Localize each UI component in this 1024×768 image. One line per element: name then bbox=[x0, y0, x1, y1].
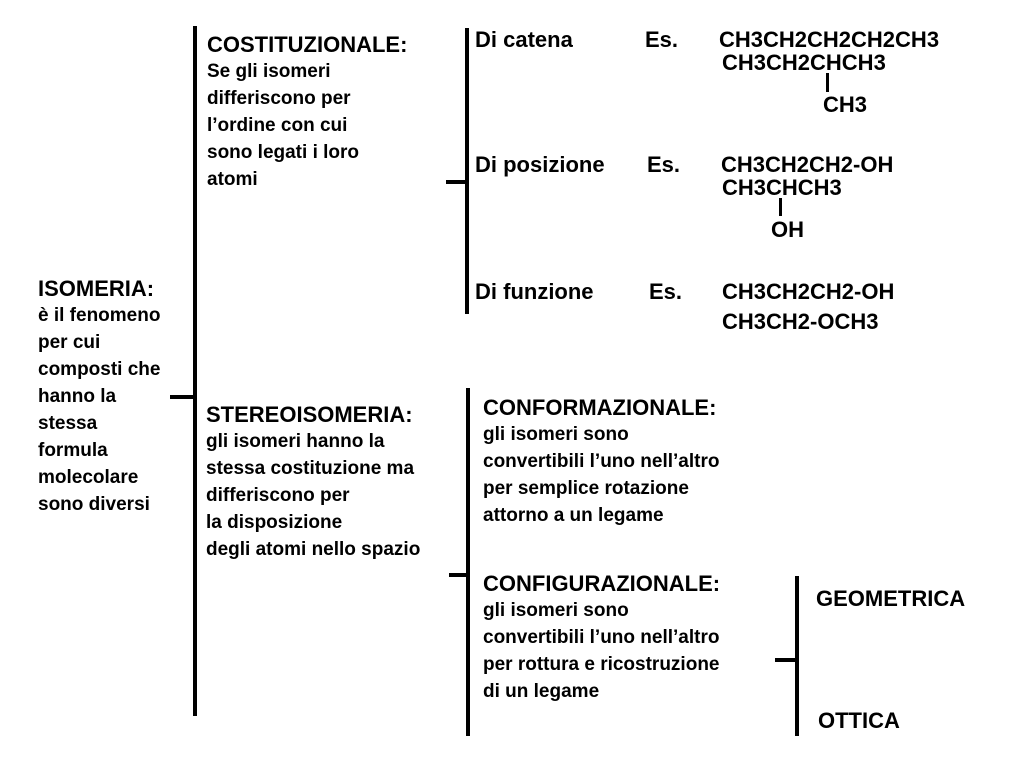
configurazionale-line: per rottura e ricostruzione bbox=[483, 654, 720, 675]
isomeria-line: molecolare bbox=[38, 467, 139, 488]
catena-formula-branched: CH3CH2CHCH3 bbox=[722, 50, 886, 75]
conformazionale-line: gli isomeri sono bbox=[483, 424, 629, 445]
conformazionale-line: convertibili l’uno nell’altro bbox=[483, 451, 720, 472]
posizione-es: Es. bbox=[647, 152, 681, 177]
configurazionale-line: convertibili l’uno nell’altro bbox=[483, 627, 720, 648]
configurazionale-title: CONFIGURAZIONALE: bbox=[483, 571, 721, 596]
isomeria-line: stessa bbox=[38, 413, 98, 434]
isomeria-line: composti che bbox=[38, 359, 161, 380]
configurazionale-bracket-line bbox=[795, 576, 799, 736]
costituzionale-line: Se gli isomeri bbox=[207, 61, 331, 82]
costituzionale-line: sono legati i loro bbox=[207, 142, 360, 163]
isomeria-line: sono diversi bbox=[38, 494, 150, 515]
stereoisomeria-line: gli isomeri hanno la bbox=[206, 431, 385, 452]
geometrica-label: GEOMETRICA bbox=[816, 586, 966, 611]
stereoisomeria-line: la disposizione bbox=[206, 512, 343, 533]
costituzionale-title: COSTITUZIONALE: bbox=[207, 32, 408, 57]
costituzionale-line: atomi bbox=[207, 169, 258, 190]
posizione-formula-2: CH3CHCH3 bbox=[722, 175, 842, 200]
stereoisomeria-line: differiscono per bbox=[206, 485, 350, 506]
catena-es: Es. bbox=[645, 27, 679, 52]
funzione-label: Di funzione bbox=[475, 279, 594, 304]
costituzionale-line: differiscono per bbox=[207, 88, 351, 109]
funzione-formula-2: CH3CH2-OCH3 bbox=[722, 309, 879, 334]
conformazionale-block: CONFORMAZIONALE: gli isomeri sono conver… bbox=[483, 395, 719, 529]
stereoisomeria-bracket-stub bbox=[449, 573, 468, 577]
catena-branch-bond bbox=[826, 73, 829, 92]
isomeria-block: ISOMERIA: è il fenomeno per cui composti… bbox=[38, 276, 160, 518]
isomeria-line: per cui bbox=[38, 332, 101, 353]
funzione-formula-1: CH3CH2CH2-OH bbox=[722, 279, 895, 304]
catena-branch: CH3 bbox=[823, 92, 868, 117]
stereoisomeria-line: stessa costituzione ma bbox=[206, 458, 415, 479]
isomeria-title: ISOMERIA: bbox=[38, 276, 155, 301]
costituzionale-bracket-stub bbox=[446, 180, 467, 184]
ottica-label: OTTICA bbox=[818, 708, 900, 733]
stereoisomeria-line: degli atomi nello spazio bbox=[206, 539, 421, 560]
configurazionale-block: CONFIGURAZIONALE: gli isomeri sono conve… bbox=[483, 571, 720, 705]
stereoisomeria-bracket-line bbox=[466, 388, 470, 736]
posizione-formula-1: CH3CH2CH2-OH bbox=[721, 152, 894, 177]
conformazionale-title: CONFORMAZIONALE: bbox=[483, 395, 717, 420]
conformazionale-line: per semplice rotazione bbox=[483, 478, 689, 499]
isomeria-line: è il fenomeno bbox=[38, 305, 161, 326]
configurazionale-bracket-stub bbox=[775, 658, 797, 662]
costituzionale-block: COSTITUZIONALE: Se gli isomeri differisc… bbox=[207, 32, 407, 193]
stereoisomeria-title: STEREOISOMERIA: bbox=[206, 402, 413, 427]
costituzionale-bracket-line bbox=[465, 28, 469, 314]
conformazionale-line: attorno a un legame bbox=[483, 505, 664, 526]
posizione-branch: OH bbox=[771, 217, 804, 242]
main-bracket-line bbox=[193, 26, 197, 716]
catena-formula-linear: CH3CH2CH2CH2CH3 bbox=[719, 27, 940, 52]
isomeria-line: hanno la bbox=[38, 386, 117, 407]
main-bracket-stub bbox=[170, 395, 195, 399]
configurazionale-line: di un legame bbox=[483, 681, 600, 702]
posizione-branch-bond bbox=[779, 198, 782, 216]
posizione-label: Di posizione bbox=[475, 152, 605, 177]
stereoisomeria-block: STEREOISOMERIA: gli isomeri hanno la ste… bbox=[206, 402, 420, 563]
funzione-es: Es. bbox=[649, 279, 683, 304]
catena-label: Di catena bbox=[475, 27, 573, 52]
costituzionale-line: l’ordine con cui bbox=[207, 115, 348, 136]
isomeria-line: formula bbox=[38, 440, 108, 461]
configurazionale-line: gli isomeri sono bbox=[483, 600, 629, 621]
